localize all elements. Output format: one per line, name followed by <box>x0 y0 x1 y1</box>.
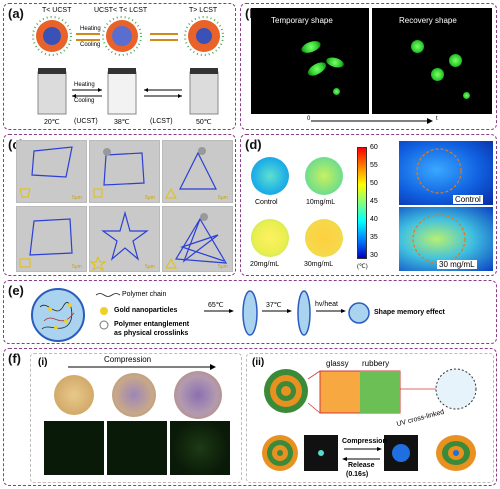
fluorescence-frame-2 <box>107 421 167 475</box>
arrow-mid-heating: Heating <box>74 82 95 88</box>
axis-start: 0 <box>307 116 311 122</box>
scale-bar: 5μm <box>218 264 228 270</box>
scale-bar: 5μm <box>72 195 82 201</box>
temp-20: 20℃ <box>44 119 60 126</box>
particle <box>431 68 444 81</box>
fluorescence-image-temporary <box>251 8 369 114</box>
subpanel-i <box>30 353 242 483</box>
subpanel-ii <box>246 353 494 483</box>
panel-label: (d) <box>245 137 262 152</box>
particle <box>333 88 340 95</box>
shape-memory-schematic <box>31 288 370 342</box>
legend-gold-np: Gold nanoparticles <box>114 307 178 314</box>
step-37: 37℃ <box>266 302 282 309</box>
colorbar-tick: 40 <box>370 216 378 223</box>
scale-bar: 5μm <box>145 264 155 270</box>
particle <box>449 54 462 67</box>
colorbar <box>357 147 367 259</box>
highlight-circles <box>412 148 466 264</box>
colorbar-tick: 30 <box>370 252 378 259</box>
panel-d: (d) Control 10mg/mL 20mg/mL 30mg/mL 60 5… <box>240 134 497 276</box>
state-label-3: T> LCST <box>189 7 218 14</box>
temp-lcst: (LCST) <box>150 118 173 125</box>
rubbery-label: rubbery <box>362 359 390 368</box>
fluorescence-image-recovery <box>372 8 492 114</box>
temp-ucst: (UCST) <box>74 118 98 125</box>
panel-b: (b) Temporary shape Recovery shape 0 t <box>240 3 497 130</box>
scale-bar: 5μm <box>218 195 228 201</box>
sample-20: 20mg/mL <box>250 261 280 268</box>
thermal-photo-control <box>399 141 493 205</box>
arrow-top-cooling: Cooling <box>80 42 101 48</box>
axis-end: t <box>436 116 438 122</box>
sample-10: 10mg/mL <box>306 199 336 206</box>
panel-f: (f) (i) Compression (ii) <box>3 348 497 486</box>
state-label-1: T< UCST <box>42 7 72 14</box>
compression-label: Compression <box>104 355 152 364</box>
temp-38: 38℃ <box>114 119 130 126</box>
bead-image-1 <box>54 375 94 415</box>
compression-label-2: Compression <box>342 438 387 445</box>
bead-image-3 <box>174 371 222 419</box>
fluorescence-frame-1 <box>44 421 104 475</box>
particle <box>411 40 424 53</box>
legend-polymer-chain: Polymer chain <box>122 291 167 298</box>
bead-image-2 <box>112 373 156 417</box>
photo-label-control: Control <box>453 195 483 204</box>
scale-bar: 5μm <box>145 195 155 201</box>
temp-50: 50℃ <box>196 119 212 126</box>
photo-label-30: 30 mg/mL <box>437 260 477 269</box>
thermal-disc-control <box>251 157 289 195</box>
result-label: Shape memory effect <box>374 309 445 316</box>
colorbar-tick: 60 <box>370 144 378 151</box>
colorbar-tick: 55 <box>370 162 378 169</box>
particle <box>463 92 470 99</box>
legend-entanglement-2: as physical crosslinks <box>114 330 189 337</box>
step-hv-heat: hv/heat <box>315 301 338 308</box>
panel-label: (a) <box>8 6 24 21</box>
panel-a: (a) T< UCST UCST< T< LCST T> LCST <box>3 3 236 130</box>
shape-image <box>89 140 160 203</box>
colorbar-tick: 50 <box>370 180 378 187</box>
shape-image <box>162 140 233 203</box>
recovery-shape-title: Recovery shape <box>399 16 457 25</box>
sample-control: Control <box>255 199 278 206</box>
thermal-disc-30 <box>305 219 343 257</box>
arrow-top-heating: Heating <box>80 26 101 32</box>
scale-bar: 5μm <box>72 264 82 270</box>
subpanel-ii-label: (ii) <box>252 357 265 368</box>
fluorescence-frame-3 <box>170 421 230 475</box>
glassy-label: glassy <box>326 359 349 368</box>
shape-image <box>16 206 87 272</box>
panel-label: (e) <box>8 283 24 298</box>
subpanel-i-label: (i) <box>38 357 48 368</box>
sample-30: 30mg/mL <box>304 261 334 268</box>
release-time: (0.16s) <box>346 471 369 478</box>
shape-image <box>16 140 87 203</box>
legend-entanglement: Polymer entanglement <box>114 321 190 328</box>
time-axis-arrow <box>311 118 433 124</box>
microstructure-schematic <box>262 368 477 471</box>
panel-e: (e) Polymer chain Gold nanoparticles Pol… <box>3 280 497 344</box>
step-65: 65℃ <box>208 302 224 309</box>
temporary-shape-title: Temporary shape <box>271 16 333 25</box>
panel-label: (f) <box>8 351 21 366</box>
colorbar-tick: 45 <box>370 198 378 205</box>
thermal-disc-20 <box>251 219 289 257</box>
arrow-mid-cooling: Cooling <box>74 98 95 104</box>
thermal-disc-10 <box>305 157 343 195</box>
micelle-illustrations <box>32 16 224 115</box>
release-label: Release <box>348 462 375 469</box>
compression-arrow <box>68 364 216 370</box>
state-label-2: UCST< T< LCST <box>94 7 148 14</box>
colorbar-tick: 35 <box>370 234 378 241</box>
colorbar-unit: (℃) <box>357 264 368 270</box>
shape-outlines <box>19 146 228 272</box>
panel-c: (c) 5μm 5μm 5μm 5μm 5μm 5μm <box>3 134 236 276</box>
